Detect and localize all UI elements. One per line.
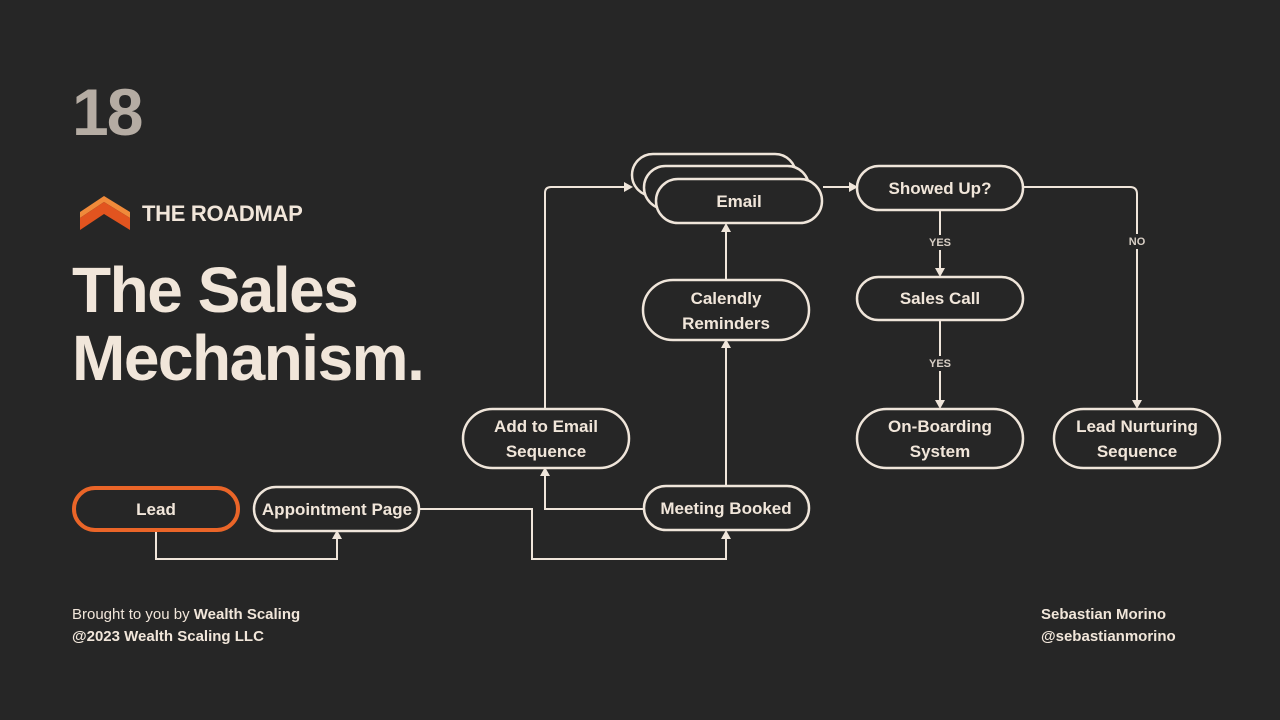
node-label: Meeting Booked xyxy=(660,499,791,518)
node-label: System xyxy=(910,442,970,461)
edge-arrowhead xyxy=(721,223,731,232)
edge-appointment-to-meeting xyxy=(419,508,727,560)
brand-name: THE ROADMAP xyxy=(142,201,303,226)
edge-add-email-to-email xyxy=(544,186,624,409)
edge-arrowhead xyxy=(721,339,731,348)
node-add-to-email-sequence: Add to Email Sequence xyxy=(461,407,631,470)
edge-arrowhead xyxy=(849,182,858,192)
author-name: Sebastian Morino xyxy=(1041,606,1167,623)
edge-arrowhead xyxy=(624,182,633,192)
edge-label-yes-2: YES xyxy=(929,358,951,370)
edge-showed-up-to-nurturing xyxy=(1024,186,1138,400)
node-label: Add to Email xyxy=(494,417,598,436)
title-line-2: Mechanism. xyxy=(72,322,425,394)
node-label: Lead Nurturing xyxy=(1076,417,1198,436)
node-label: Reminders xyxy=(682,314,770,333)
footer-brand: Wealth Scaling xyxy=(193,606,301,623)
edge-label-no: NO xyxy=(1129,236,1146,248)
node-label: Showed Up? xyxy=(889,179,992,198)
page-title: The Sales Mechanism. xyxy=(72,254,425,394)
edge-label-yes-1: YES xyxy=(929,237,951,249)
node-meeting-booked: Meeting Booked xyxy=(642,484,811,532)
footer-prefix: Brought to you by xyxy=(72,606,194,623)
title-line-1: The Sales xyxy=(72,254,359,326)
edge-arrowhead xyxy=(721,530,731,539)
node-label: Sequence xyxy=(506,442,586,461)
edge-arrowhead xyxy=(540,467,550,476)
footer-brought-by: Brought to you by Wealth Scaling xyxy=(72,604,300,626)
edge-meeting-to-add-email xyxy=(544,474,644,510)
author-handle: @sebastianmorino xyxy=(1041,628,1176,645)
node-label: Calendly xyxy=(691,289,762,308)
node-lead-nurturing-sequence: Lead Nurturing Sequence xyxy=(1052,407,1222,470)
node-showed-up: Showed Up? xyxy=(855,164,1025,212)
brand: THE ROADMAP xyxy=(80,196,303,232)
node-onboarding-system: On-Boarding System xyxy=(855,407,1025,470)
node-label: Sequence xyxy=(1097,442,1177,461)
edge-arrowhead xyxy=(935,268,945,277)
edge-lead-to-appointment xyxy=(155,531,338,560)
node-appointment-page: Appointment Page xyxy=(252,485,421,533)
edge-arrowhead xyxy=(1132,400,1142,409)
footer-author: Sebastian Morino @sebastianmorino xyxy=(1041,604,1176,648)
edge-arrowhead xyxy=(935,400,945,409)
node-lead: Lead xyxy=(72,486,240,532)
node-label: On-Boarding xyxy=(888,417,992,436)
node-label: Appointment Page xyxy=(262,500,412,519)
roadmap-logo-icon xyxy=(80,196,130,230)
node-label: Lead xyxy=(136,500,176,519)
node-email: Email xyxy=(630,152,824,225)
footer-copyright: @2023 Wealth Scaling LLC xyxy=(72,628,264,645)
footer-credits: Brought to you by Wealth Scaling @2023 W… xyxy=(72,604,300,648)
page-number: 18 xyxy=(72,75,143,149)
node-label: Email xyxy=(716,192,761,211)
node-calendly-reminders: Calendly Reminders xyxy=(641,278,811,342)
node-sales-call: Sales Call xyxy=(855,275,1025,322)
edge-arrowhead xyxy=(332,530,342,539)
node-label: Sales Call xyxy=(900,289,980,308)
